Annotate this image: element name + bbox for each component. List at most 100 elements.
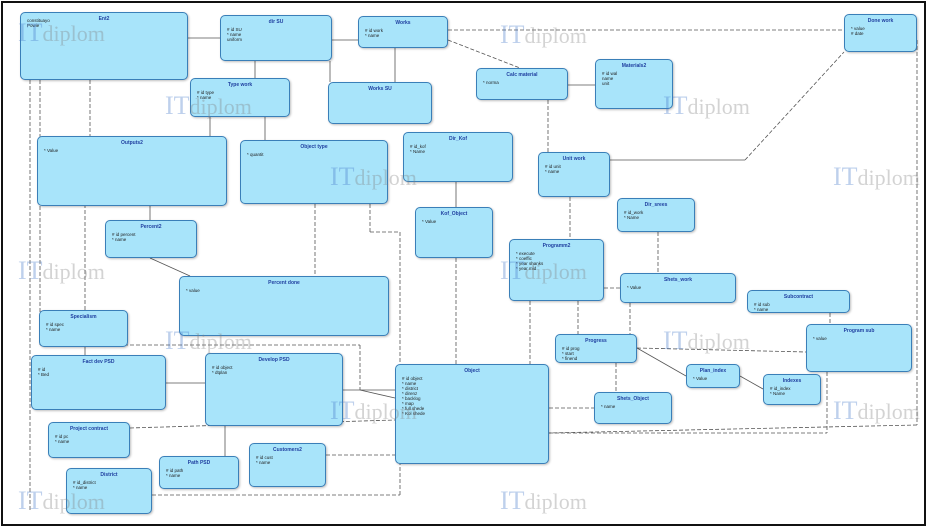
entity-title: Done work <box>867 18 894 24</box>
entity-attribute: Powie <box>27 23 40 28</box>
entity-calc-material[interactable]: Calc material* norma <box>476 68 568 100</box>
entity-indexes[interactable]: Indexes# id_index* Name <box>763 374 821 405</box>
entity-attributes: * Value <box>627 285 735 290</box>
entity-path-psd[interactable]: Path PSD# id path* name <box>159 456 239 489</box>
entity-title: Programm2 <box>542 243 571 249</box>
entity-attributes: # id* Bed <box>38 367 165 377</box>
entity-program-sub[interactable]: Program sub * value <box>806 324 912 372</box>
entity-attribute: # date <box>851 31 864 36</box>
entity-attribute: * name <box>46 327 61 332</box>
entity-attribute: # id spec <box>46 322 65 327</box>
entity-attribute: * Value <box>44 148 59 153</box>
entity-title: Shets_Object <box>617 396 649 402</box>
entity-attribute: * map <box>402 401 414 406</box>
entity-attributes: * execute* coeffic* year shanks* year mi… <box>516 251 603 271</box>
entity-attribute: * year shanks <box>516 261 544 266</box>
entity-project-contract[interactable]: Project contract# id pc* name <box>48 422 130 458</box>
entity-attribute: * execute <box>516 251 535 256</box>
entity-attributes: # id path* name <box>166 468 238 478</box>
entity-attribute: * year mid <box>516 266 537 271</box>
entity-title: Program sub <box>843 328 875 334</box>
entity-attributes: * Value <box>44 148 226 153</box>
entity-attributes: * Value <box>422 219 492 224</box>
entity-attributes: # id_work* Name <box>624 210 694 220</box>
entity-attribute: * value <box>813 336 827 341</box>
entity-attributes: # id type* name <box>197 90 289 100</box>
entity-percent-done[interactable]: Percent done* value <box>179 276 389 336</box>
entity-fact-dev[interactable]: Fact dev PSD # id* Bed <box>31 355 166 410</box>
entity-attribute: # id pc <box>55 434 69 439</box>
entity-plan-index[interactable]: Plan_index* Value <box>686 364 740 388</box>
entity-attribute: * name <box>754 307 769 312</box>
entity-attributes: * name <box>601 404 671 409</box>
entity-kof-object[interactable]: Kof_Object* Value <box>415 207 493 258</box>
relationship-line <box>636 347 807 353</box>
entity-attributes: # id spec* name <box>46 322 127 332</box>
entity-object-type[interactable]: Object type * quantit <box>240 140 388 204</box>
entity-object[interactable]: Object# id object* name* district* diren… <box>395 364 549 464</box>
entity-attribute: * backlog <box>402 396 421 401</box>
entity-attribute: # id unit <box>545 164 561 169</box>
entity-title: Fact dev PSD <box>82 359 115 365</box>
entity-title: District <box>100 472 118 478</box>
entity-attribute: * district <box>402 386 419 391</box>
entity-attribute: unit <box>602 81 610 86</box>
entity-title: Type work <box>227 82 253 88</box>
relationship-line <box>149 257 191 277</box>
entity-attributes: * quantit <box>247 152 387 157</box>
entity-done-work[interactable]: Done work* value# date <box>844 14 917 52</box>
entity-attribute: * name <box>166 473 181 478</box>
entity-percent[interactable]: Percent2 # id percent* name <box>105 220 197 258</box>
entity-dir-srees[interactable]: Dir_srees# id_work* Name <box>617 198 695 232</box>
entity-title: Works SU <box>368 86 392 92</box>
entity-attribute: * name <box>112 237 127 242</box>
entity-title: Object type <box>300 144 328 150</box>
entity-develop-psd[interactable]: Develop PSD# id object* dtplan <box>205 353 343 426</box>
entity-title: Calc material <box>506 72 538 78</box>
entity-dir-kof[interactable]: Dir_Kof# id_kof* Name <box>403 132 513 182</box>
entity-attributes: # id_kof* Name <box>410 144 512 154</box>
entity-attribute: * Name <box>624 215 640 220</box>
entity-title: Subcontract <box>783 294 814 300</box>
entity-title: dir SU <box>268 19 284 25</box>
entity-title: Progress <box>585 338 607 344</box>
entity-attribute: # id object <box>212 365 233 370</box>
entity-attribute: constituayo <box>27 18 50 23</box>
entity-shets-work[interactable]: Shets_work * Value <box>620 273 736 303</box>
entity-attribute: * name <box>227 32 242 37</box>
entity-shets-object[interactable]: Shets_Object * name <box>594 392 672 424</box>
entity-works[interactable]: Works# id work* name <box>358 16 448 48</box>
entity-unit-work[interactable]: Unit work# id unit* name <box>538 152 610 197</box>
entity-specialism[interactable]: Specialism# id spec* name <box>39 310 128 347</box>
entity-works-su[interactable]: Works SU <box>328 82 432 124</box>
entity-attribute: * Value <box>422 219 437 224</box>
entity-attributes: # id pc* name <box>55 434 129 444</box>
entity-title: Ent2 <box>98 16 110 22</box>
entity-attribute: # id_district <box>73 480 96 485</box>
entity-programm[interactable]: Programm2 * execute* coeffic* year shanks… <box>509 239 604 301</box>
entity-attribute: * coeffic <box>516 256 532 261</box>
entity-outputs[interactable]: Outputs2* Value <box>37 136 227 206</box>
entity-title: Develop PSD <box>258 357 290 363</box>
entity-progress[interactable]: Progress# id prog* start* finend <box>555 334 637 363</box>
entity-title: Shets_work <box>663 277 693 283</box>
entity-customers[interactable]: Customers2# id cust* name <box>249 443 326 487</box>
entity-attribute: # id percent <box>112 232 136 237</box>
entity-type-work[interactable]: Type work # id type* name <box>190 78 290 117</box>
entity-attribute: * name <box>365 33 380 38</box>
entity-district[interactable]: District # id_district* name <box>66 468 152 514</box>
entity-title: Kof_Object <box>440 211 468 217</box>
entity-attributes: # id percent* name <box>112 232 196 242</box>
entity-attribute: * Bed <box>38 372 50 377</box>
entity-title: Percent2 <box>140 224 162 230</box>
entity-attribute: * value <box>851 26 865 31</box>
relationship-line <box>447 39 521 69</box>
entity-subcontract[interactable]: Subcontract# id sub* name <box>747 290 850 313</box>
entity-attribute: * name <box>73 485 88 490</box>
